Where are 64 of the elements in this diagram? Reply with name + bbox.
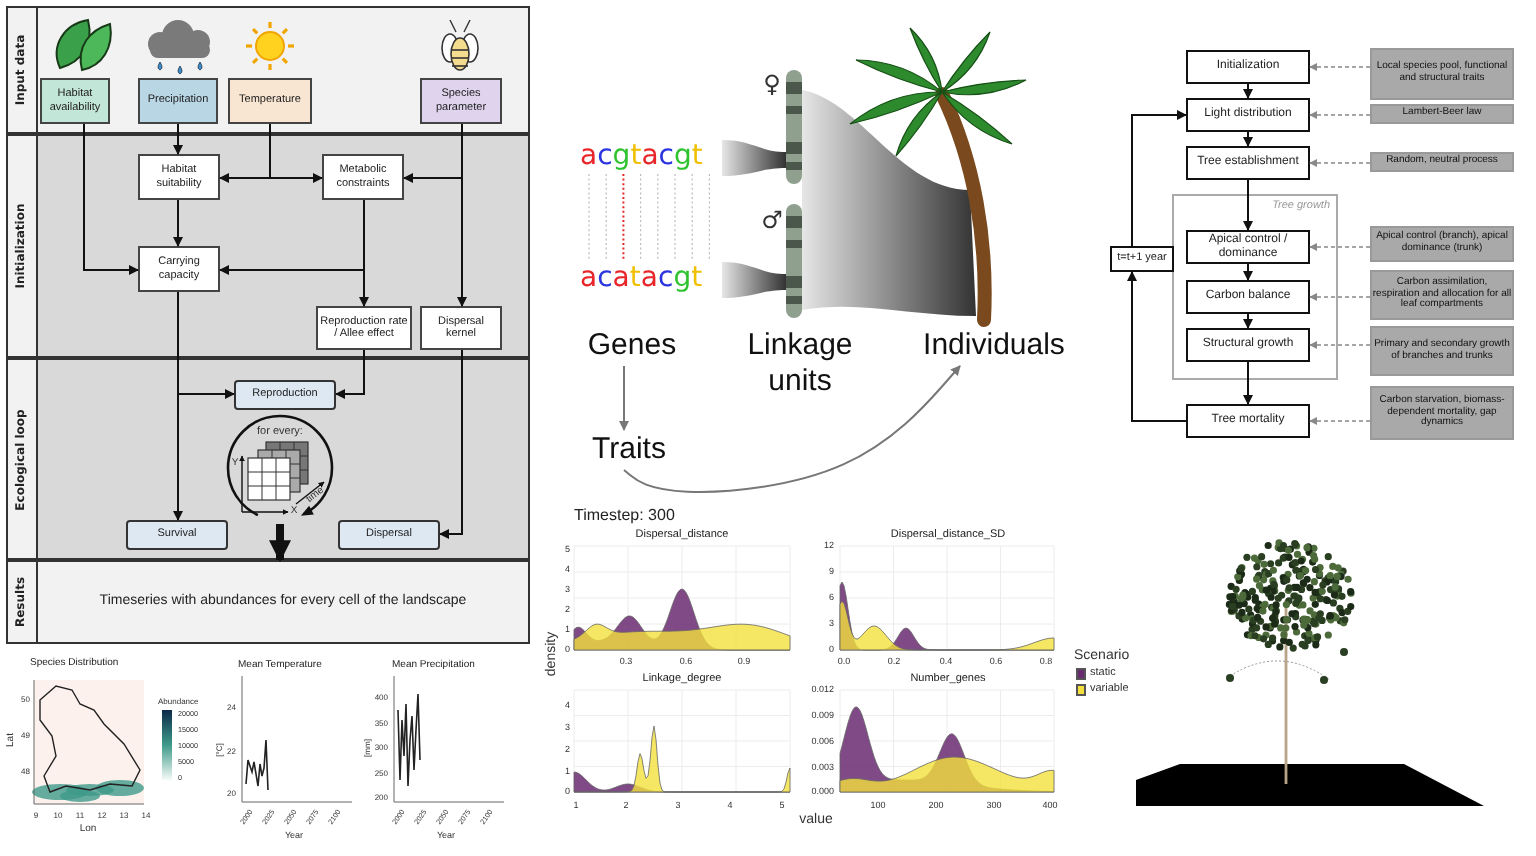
arrow (335, 349, 365, 399)
arrow (439, 349, 463, 539)
arrow (1309, 63, 1371, 71)
section-band (6, 134, 530, 358)
process-box (316, 306, 412, 350)
process-box (1186, 50, 1310, 84)
note-box (1370, 386, 1514, 440)
process-box (138, 154, 220, 200)
female-symbol: ♀ (763, 72, 781, 96)
arrow (623, 365, 961, 493)
arrow (1243, 361, 1253, 405)
arrow (1309, 417, 1371, 425)
process-box (322, 154, 404, 200)
process-box (1186, 98, 1310, 132)
stage-label: Traits (584, 430, 674, 470)
process-box (126, 520, 228, 550)
group-frame (1172, 194, 1338, 380)
process-box (1186, 404, 1310, 438)
process-box (420, 306, 502, 350)
stage-label: Genes (580, 326, 684, 366)
arrow (1243, 313, 1253, 329)
note-box (1370, 104, 1514, 124)
input-box (40, 78, 110, 124)
section-band (6, 560, 530, 644)
arrow (1243, 179, 1253, 231)
arrow (1243, 131, 1253, 147)
stage-label: Linkage units (732, 316, 868, 410)
process-box (1186, 328, 1310, 362)
arrow (1309, 341, 1371, 349)
process-box (1110, 246, 1174, 272)
process-box (234, 380, 336, 410)
arrow (83, 123, 139, 275)
note-box (1370, 48, 1514, 100)
input-box (420, 78, 502, 124)
arrow (173, 199, 183, 247)
arrow (1243, 263, 1253, 281)
input-box (228, 78, 312, 124)
section-band (6, 6, 530, 134)
note-box (1370, 152, 1514, 172)
process-box (1186, 280, 1310, 314)
arrow (359, 199, 369, 307)
arrow (1243, 83, 1253, 99)
chart-title: Timestep: 300 (574, 508, 675, 524)
arrow (173, 123, 183, 155)
arrow (269, 524, 291, 563)
male-symbol: ♂ (761, 208, 783, 232)
input-box (138, 78, 218, 124)
arrow (1309, 243, 1371, 251)
process-box (1186, 230, 1310, 264)
process-box (138, 246, 220, 292)
stage-label: Individuals (904, 326, 1084, 366)
arrow (1309, 159, 1371, 167)
arrow (1127, 271, 1187, 422)
section-band (6, 358, 530, 560)
arrow (1309, 293, 1371, 301)
arrow (1309, 111, 1371, 119)
process-box (338, 520, 440, 550)
note-box (1370, 226, 1514, 262)
arrow (619, 365, 629, 431)
arrow (1131, 110, 1187, 247)
dna-sequence: acatacgt (580, 264, 703, 292)
process-box (1186, 146, 1310, 180)
note-box (1370, 326, 1514, 376)
dna-sequence: acgtacgt (580, 142, 703, 170)
